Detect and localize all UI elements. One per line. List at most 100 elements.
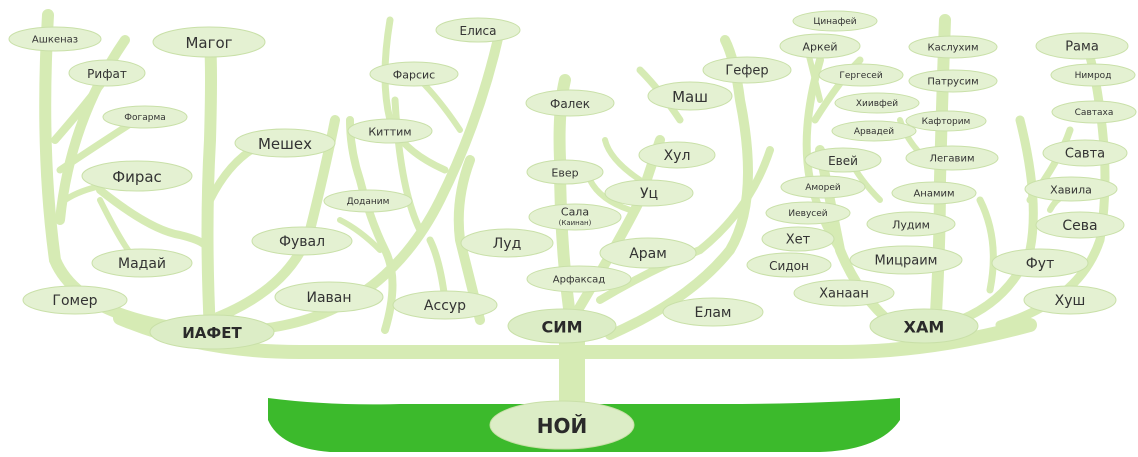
node-anamim: Анамим bbox=[891, 181, 977, 205]
svg-text:Легавим: Легавим bbox=[930, 154, 975, 165]
svg-text:Гефер: Гефер bbox=[725, 64, 768, 79]
node-gergesey: Гергесей bbox=[818, 63, 904, 87]
svg-text:Арам: Арам bbox=[629, 246, 667, 262]
node-sala: Сала (Каинан) bbox=[528, 203, 622, 231]
node-kittim: Киттим bbox=[347, 118, 433, 144]
node-khush: Хуш bbox=[1023, 285, 1117, 315]
svg-text:Цинафей: Цинафей bbox=[813, 17, 856, 27]
node-farsis: Фарсис bbox=[369, 61, 459, 87]
node-gomer: Гомер bbox=[22, 285, 128, 315]
node-mitsraim: Мицраим bbox=[849, 245, 963, 275]
svg-text:Мадай: Мадай bbox=[118, 256, 166, 272]
svg-text:Анамим: Анамим bbox=[913, 189, 954, 200]
node-khet: Хет bbox=[761, 226, 835, 252]
svg-text:Патрусим: Патрусим bbox=[927, 77, 978, 88]
node-khanaan: Ханаан bbox=[793, 279, 895, 307]
node-sala-sub: (Каинан) bbox=[559, 219, 592, 227]
svg-text:Иаван: Иаван bbox=[306, 290, 351, 306]
node-tsinafey: Цинафей bbox=[792, 10, 878, 32]
svg-text:Хавила: Хавила bbox=[1050, 184, 1092, 197]
svg-text:СИМ: СИМ bbox=[541, 318, 582, 337]
node-rama: Рама bbox=[1035, 32, 1129, 60]
node-aram: Арам bbox=[599, 237, 697, 269]
node-evey: Евей bbox=[804, 147, 882, 173]
node-savta: Савта bbox=[1042, 139, 1128, 167]
svg-text:Рама: Рама bbox=[1065, 40, 1099, 55]
node-falek: Фалек bbox=[525, 89, 615, 117]
svg-text:Аморей: Аморей bbox=[805, 183, 841, 193]
svg-text:Доданим: Доданим bbox=[347, 197, 390, 207]
svg-text:Савта: Савта bbox=[1065, 147, 1105, 162]
svg-text:Фарсис: Фарсис bbox=[393, 69, 435, 82]
node-madai: Мадай bbox=[91, 248, 193, 278]
node-arvadey: Арвадей bbox=[831, 120, 917, 142]
node-arkey: Аркей bbox=[779, 33, 861, 59]
svg-text:Арвадей: Арвадей bbox=[854, 127, 894, 137]
svg-text:Хуш: Хуш bbox=[1055, 293, 1086, 309]
node-elisa: Елиса bbox=[435, 17, 521, 43]
svg-text:Фувал: Фувал bbox=[279, 234, 325, 250]
svg-text:Иевусей: Иевусей bbox=[788, 209, 827, 219]
svg-text:Луд: Луд bbox=[493, 236, 522, 252]
node-ievusey: Иевусей bbox=[765, 201, 851, 225]
node-ham: ХАМ bbox=[869, 308, 979, 344]
node-ashkenaz: Ашкеназ bbox=[8, 26, 102, 52]
svg-text:Сева: Сева bbox=[1062, 218, 1097, 234]
svg-text:Уц: Уц bbox=[640, 186, 658, 202]
svg-text:Сала: Сала bbox=[561, 206, 589, 219]
svg-text:Фалек: Фалек bbox=[550, 97, 590, 111]
svg-text:Фирас: Фирас bbox=[112, 168, 162, 186]
node-dodanim: Доданим bbox=[323, 189, 413, 213]
svg-text:Хул: Хул bbox=[664, 148, 691, 164]
node-patrusim: Патрусим bbox=[908, 69, 998, 93]
node-arfaksad: Арфаксад bbox=[526, 265, 632, 293]
svg-text:Евей: Евей bbox=[828, 154, 858, 168]
svg-text:Рифат: Рифат bbox=[87, 67, 127, 81]
node-magog: Магог bbox=[152, 26, 266, 58]
node-khul: Хул bbox=[638, 141, 716, 169]
svg-text:Мешех: Мешех bbox=[258, 135, 312, 153]
node-khivey: Хиивфей bbox=[834, 92, 920, 114]
node-gefer: Гефер bbox=[702, 56, 792, 84]
node-iavan: Иаван bbox=[274, 281, 384, 313]
svg-text:Ассур: Ассур bbox=[424, 298, 466, 314]
node-legavim: Легавим bbox=[905, 145, 999, 171]
node-lud: Луд bbox=[460, 228, 554, 258]
node-kasluhim: Каслухим bbox=[908, 35, 998, 59]
svg-text:Мицраим: Мицраим bbox=[875, 254, 938, 269]
svg-text:Фут: Фут bbox=[1026, 256, 1055, 272]
node-sim: СИМ bbox=[507, 308, 617, 344]
svg-text:Арфаксад: Арфаксад bbox=[553, 275, 606, 286]
svg-text:Савтаха: Савтаха bbox=[1075, 108, 1114, 118]
node-fuval: Фувал bbox=[251, 226, 353, 256]
svg-text:НОЙ: НОЙ bbox=[537, 414, 587, 438]
svg-text:Каслухим: Каслухим bbox=[928, 43, 979, 54]
svg-text:Сидон: Сидон bbox=[769, 259, 809, 273]
node-ludim: Лудим bbox=[866, 211, 956, 237]
svg-text:Маш: Маш bbox=[672, 88, 708, 106]
node-noy: НОЙ bbox=[489, 400, 635, 450]
node-uts: Уц bbox=[604, 179, 694, 207]
svg-text:Лудим: Лудим bbox=[892, 219, 930, 232]
svg-text:ХАМ: ХАМ bbox=[904, 318, 945, 337]
node-iafet: ИАФЕТ bbox=[149, 314, 275, 350]
svg-text:Евер: Евер bbox=[551, 167, 578, 180]
svg-text:Фогарма: Фогарма bbox=[124, 113, 166, 123]
svg-text:Хет: Хет bbox=[786, 233, 811, 248]
svg-text:Хиивфей: Хиивфей bbox=[856, 99, 898, 109]
svg-text:Гергесей: Гергесей bbox=[839, 71, 882, 81]
svg-text:ИАФЕТ: ИАФЕТ bbox=[182, 324, 242, 342]
svg-text:Гомер: Гомер bbox=[52, 293, 97, 309]
svg-text:Магог: Магог bbox=[185, 34, 232, 52]
node-savtaha: Савтаха bbox=[1051, 100, 1137, 124]
node-fogarma: Фогарма bbox=[102, 105, 188, 129]
node-firas: Фирас bbox=[81, 160, 193, 192]
node-fut: Фут bbox=[991, 248, 1089, 278]
node-nimrod: Нимрод bbox=[1050, 63, 1136, 87]
svg-text:Киттим: Киттим bbox=[368, 126, 411, 139]
node-assur: Ассур bbox=[392, 290, 498, 320]
svg-text:Елам: Елам bbox=[695, 305, 732, 321]
node-elam: Елам bbox=[662, 297, 764, 327]
